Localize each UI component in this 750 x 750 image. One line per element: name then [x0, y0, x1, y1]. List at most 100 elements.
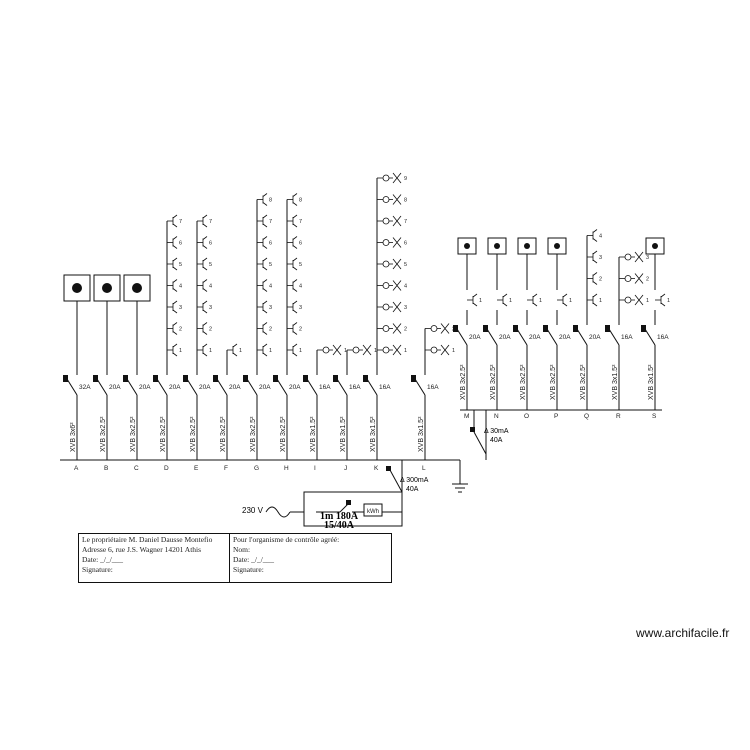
circuit-k-item-9-lamp-icon — [382, 174, 390, 182]
circuit-d-item-1: 1 — [179, 348, 182, 354]
ac-source-icon — [265, 506, 291, 518]
circuit-e-item-3: 3 — [209, 305, 212, 311]
circuit-p-rating: 20A — [559, 334, 571, 341]
circuit-o-id: O — [524, 413, 529, 420]
circuit-g-item-8: 8 — [269, 198, 272, 204]
circuit-e-rating: 20A — [199, 384, 211, 391]
circuit-s-id: S — [652, 413, 657, 420]
circuit-k-item-4: 4 — [404, 284, 407, 290]
circuit-b-rating: 20A — [109, 384, 121, 391]
circuit-m-breaker-handle — [453, 325, 458, 332]
circuit-b-id: B — [104, 465, 108, 472]
circuit-l-switch — [414, 378, 426, 396]
circuit-g-item-3: 3 — [269, 305, 272, 311]
circuit-c-switch — [126, 378, 138, 396]
circuit-g-switch — [246, 378, 258, 396]
circuit-q-rating: 20A — [589, 334, 601, 341]
circuit-d-item-6: 6 — [179, 241, 182, 247]
circuit-n-item-1: 1 — [509, 298, 512, 304]
main-breaker-line2: 15/40A — [324, 520, 355, 531]
circuit-r-item-3-lamp-icon — [624, 253, 632, 261]
contractor-name-line: Nom: — [233, 545, 251, 554]
circuit-f-rating: 20A — [229, 384, 241, 391]
circuit-j-item-1-lamp-icon — [352, 346, 360, 354]
circuit-k-cable: XVB 3x1.5² — [370, 416, 377, 452]
circuit-g-breaker-handle — [243, 375, 248, 382]
circuit-k-item-3-lamp-icon — [382, 303, 390, 311]
circuit-e-switch — [186, 378, 198, 396]
circuit-r-item-2-lamp-icon — [624, 275, 632, 282]
circuit-s-rating: 16A — [657, 334, 669, 341]
circuit-k-item-9: 9 — [404, 176, 407, 182]
circuit-g-item-6: 6 — [269, 241, 272, 247]
circuit-m-rating: 20A — [469, 334, 481, 341]
circuit-o-switch — [516, 328, 528, 346]
circuit-q-item-3: 3 — [599, 255, 602, 261]
circuit-h-item-4: 4 — [299, 284, 302, 290]
svg-text:kWh: kWh — [367, 509, 379, 515]
circuit-d-id: D — [164, 465, 169, 472]
circuit-p-cable: XVB 3x2.5² — [550, 364, 557, 400]
circuit-p-id: P — [554, 413, 558, 420]
main-breaker-box — [303, 491, 403, 527]
circuit-n-rating: 20A — [499, 334, 511, 341]
circuit-c-id: C — [134, 465, 139, 472]
circuit-e-item-1: 1 — [209, 348, 212, 354]
circuit-j-cable: XVB 3x1.5² — [340, 416, 347, 452]
circuit-f-breaker-handle — [213, 375, 218, 382]
circuit-l-item-2-lamp-icon — [430, 325, 438, 332]
circuit-r-switch — [608, 328, 620, 346]
circuit-o-item-1: 1 — [539, 298, 542, 304]
circuit-h-id: H — [284, 465, 289, 472]
circuit-m-id: M — [464, 413, 469, 420]
circuit-q-item-1: 1 — [599, 298, 602, 304]
circuit-g-rating: 20A — [259, 384, 271, 391]
circuit-p-breaker-handle — [543, 325, 548, 332]
circuit-k-item-4-lamp-icon — [382, 282, 390, 289]
circuit-k-item-6-lamp-icon — [382, 239, 390, 246]
address-line: Adresse 6, rue J.S. Wagner 14201 Athis — [82, 545, 202, 554]
main-breaker-label: 1m 180A 15/40A — [320, 511, 359, 531]
circuit-k-breaker-handle — [363, 375, 368, 382]
supply-voltage: 230 V — [242, 506, 263, 515]
diff-main-label: Δ 300mA 40A — [400, 476, 428, 494]
circuit-l-rating: 16A — [427, 384, 439, 391]
circuit-r-item-2: 2 — [646, 277, 649, 283]
circuit-k-item-1: 1 — [404, 348, 407, 354]
circuit-j-switch — [336, 378, 348, 396]
circuit-m-cable: XVB 3x2.5² — [460, 364, 467, 400]
circuit-k-item-7-lamp-icon — [382, 217, 390, 225]
diff-secondary-label: Δ 30mA 40A — [484, 427, 509, 445]
circuit-h-item-2: 2 — [299, 327, 302, 333]
circuit-f-item-1: 1 — [239, 348, 242, 354]
circuit-h-cable: XVB 3x2.5² — [280, 416, 287, 452]
circuit-i-switch — [306, 378, 318, 396]
circuit-r-rating: 16A — [621, 334, 633, 341]
circuit-m-item-1: 1 — [479, 298, 482, 304]
circuit-j-breaker-handle — [333, 375, 338, 382]
circuit-l-item-1-lamp-icon — [430, 346, 438, 354]
circuit-c-cable: XVB 3x2.5² — [130, 416, 137, 452]
circuit-h-breaker-handle — [273, 375, 278, 382]
circuit-d-switch — [156, 378, 168, 396]
main-breaker-line1: 1m 180A — [320, 511, 359, 522]
circuit-m-switch — [456, 328, 468, 346]
circuit-j-id: J — [344, 465, 347, 472]
circuit-e-item-6: 6 — [209, 241, 212, 247]
circuit-k-item-6: 6 — [404, 241, 407, 247]
circuit-k-item-3: 3 — [404, 305, 407, 311]
circuit-d-item-2: 2 — [179, 327, 182, 333]
circuit-r-item-1: 1 — [646, 298, 649, 304]
circuit-g-item-7: 7 — [269, 219, 272, 225]
circuit-r-item-3: 3 — [646, 255, 649, 261]
circuit-c-breaker-handle — [123, 375, 128, 382]
circuit-r-breaker-handle — [605, 325, 610, 332]
circuit-a-id: A — [74, 465, 79, 472]
circuit-k-item-8-lamp-icon — [382, 196, 390, 203]
circuit-d-cable: XVB 3x2.5² — [160, 416, 167, 452]
circuit-h-item-1: 1 — [299, 348, 302, 354]
circuit-n-id: N — [494, 413, 499, 420]
circuit-k-id: K — [374, 465, 379, 472]
kwh-meter-icon — [363, 503, 383, 517]
circuit-n-cable: XVB 3x2.5² — [490, 364, 497, 400]
